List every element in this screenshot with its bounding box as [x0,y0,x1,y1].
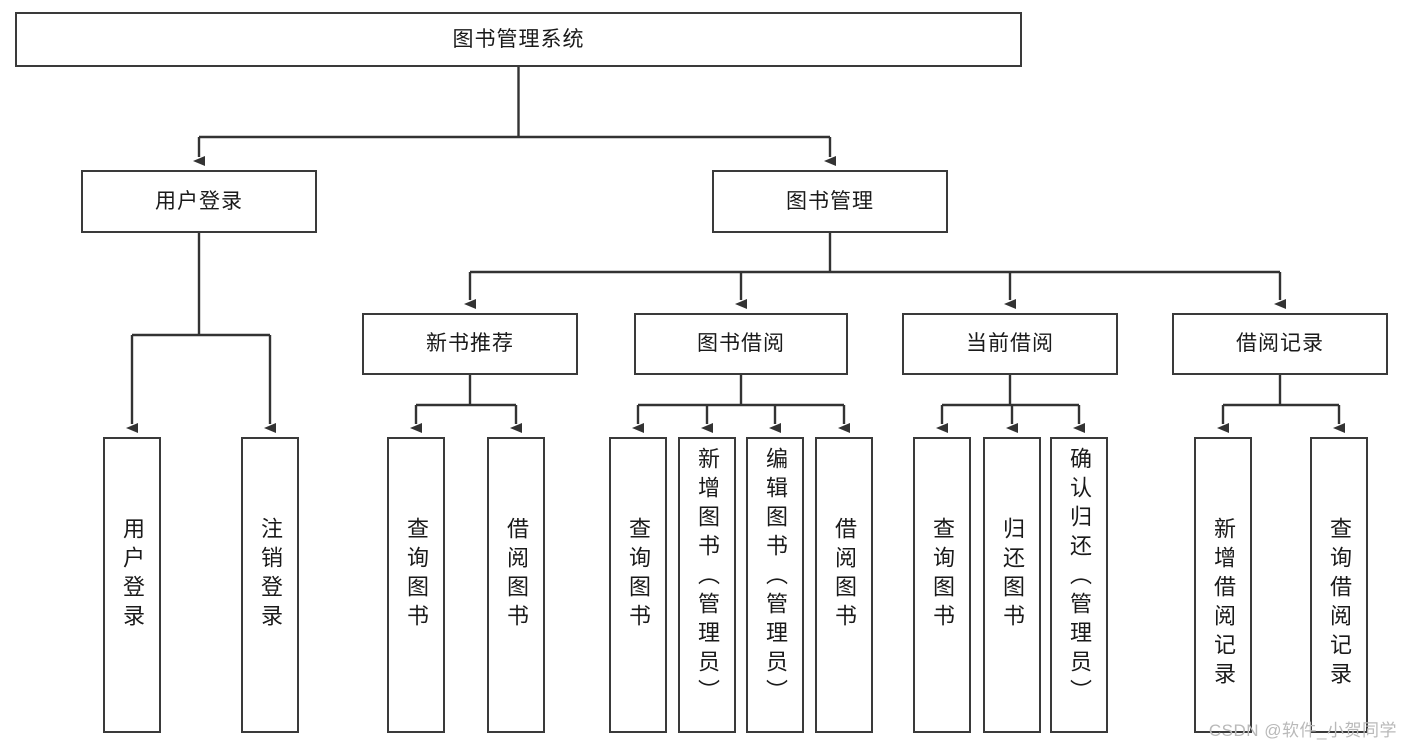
node-login[interactable]: 用户登录 [81,170,317,233]
node-l12[interactable]: 新增借阅记录 [1194,437,1252,733]
node-l9[interactable]: 查询图书 [913,437,971,733]
node-bookmgmt[interactable]: 图书管理 [712,170,948,233]
node-borrow[interactable]: 图书借阅 [634,313,848,375]
node-root[interactable]: 图书管理系统 [15,12,1022,67]
node-label: 注销登录 [258,517,283,633]
node-label: 确认归还（管理员） [1067,447,1092,708]
node-label: 用户登录 [155,189,243,213]
node-label: 图书管理系统 [452,27,585,51]
node-label: 当前借阅 [966,332,1054,356]
node-label: 归还图书 [1000,517,1025,633]
node-label: 查询图书 [930,517,955,633]
node-label: 查询图书 [404,517,429,633]
node-label: 借阅记录 [1236,332,1324,356]
node-l10[interactable]: 归还图书 [983,437,1041,733]
node-l2[interactable]: 注销登录 [241,437,299,733]
node-label: 借阅图书 [832,517,857,633]
node-label: 用户登录 [120,517,145,633]
node-label: 图书管理 [786,189,874,213]
node-records[interactable]: 借阅记录 [1172,313,1388,375]
node-label: 查询图书 [626,517,651,633]
node-label: 编辑图书（管理员） [763,447,788,708]
node-l7[interactable]: 编辑图书（管理员） [746,437,804,733]
node-newbook[interactable]: 新书推荐 [362,313,578,375]
node-label: 新书推荐 [426,332,514,356]
node-current[interactable]: 当前借阅 [902,313,1118,375]
node-l4[interactable]: 借阅图书 [487,437,545,733]
node-label: 查询借阅记录 [1327,517,1352,691]
node-label: 新增图书（管理员） [695,447,720,708]
node-l5[interactable]: 查询图书 [609,437,667,733]
node-l11[interactable]: 确认归还（管理员） [1050,437,1108,733]
node-label: 新增借阅记录 [1211,517,1236,691]
node-label: 借阅图书 [504,517,529,633]
watermark-text: CSDN @软件_小贺同学 [1208,721,1397,740]
node-l8[interactable]: 借阅图书 [815,437,873,733]
node-label: 图书借阅 [697,332,785,356]
node-l6[interactable]: 新增图书（管理员） [678,437,736,733]
node-l3[interactable]: 查询图书 [387,437,445,733]
node-l1[interactable]: 用户登录 [103,437,161,733]
node-l13[interactable]: 查询借阅记录 [1310,437,1368,733]
